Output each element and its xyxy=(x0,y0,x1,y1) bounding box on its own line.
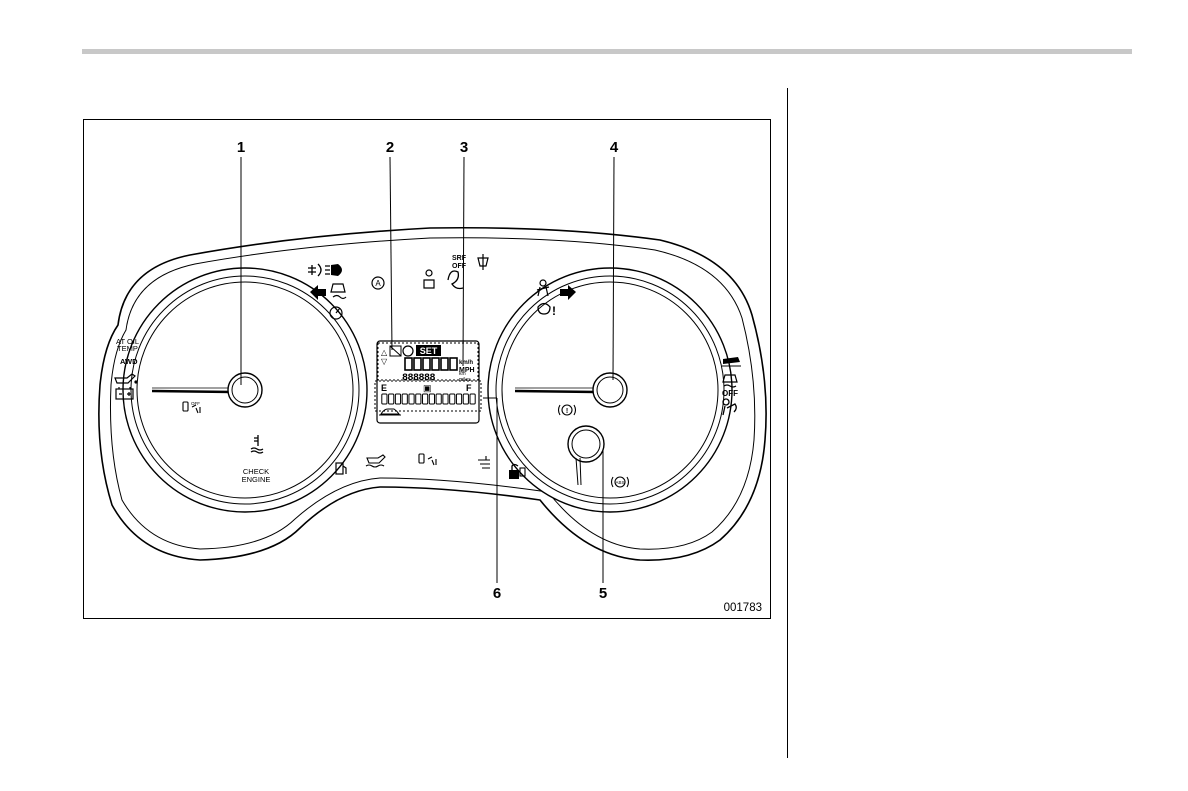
fuel-full-label: F xyxy=(466,383,472,393)
callout-5: 5 xyxy=(599,585,607,602)
eyesight-off-label: OFF xyxy=(191,401,200,406)
speedometer-needle xyxy=(515,391,596,392)
fuel-empty-label: E xyxy=(381,383,387,393)
vdc-off-label: OFF xyxy=(722,389,738,398)
check-engine-label-2: ENGINE xyxy=(242,475,271,484)
low-oil-icon xyxy=(366,455,385,467)
callout-2: 2 xyxy=(386,139,394,156)
tire-pressure-exclaim: ! xyxy=(552,304,556,318)
callout-3: 3 xyxy=(460,139,468,156)
wiper-washer-icon xyxy=(478,456,490,468)
fuel-pump-small-icon: ▣ xyxy=(423,383,432,393)
trip-reset-knob xyxy=(568,426,604,462)
at-oil-temp-label-2: TEMP xyxy=(117,344,138,353)
callout-6: 6 xyxy=(493,585,501,602)
tachometer-hub xyxy=(228,373,262,407)
eyesight-icon xyxy=(419,454,436,465)
awd-label: AWD xyxy=(120,357,138,366)
callout-4: 4 xyxy=(610,139,619,156)
brake-exclaim: ! xyxy=(566,408,568,415)
callout-1: 1 xyxy=(237,139,245,156)
up-down-arrows-icon: △ xyxy=(381,348,388,357)
svg-text:▽: ▽ xyxy=(381,357,388,366)
srf-off-label-1: SRF xyxy=(452,255,467,262)
kmh-unit: km/h xyxy=(459,360,473,366)
rear-defroster-icon xyxy=(478,254,488,270)
figure-code: 001783 xyxy=(724,602,762,614)
set-label: SET xyxy=(420,346,438,356)
abs-label: ABS xyxy=(615,480,624,485)
fog-light-icon xyxy=(308,264,321,276)
auto-a-label: A xyxy=(375,279,381,288)
headlight-high-beam-icon xyxy=(325,264,342,276)
srf-off-label-2: OFF xyxy=(452,263,467,270)
airbag-icon xyxy=(448,271,463,289)
speedometer-hub xyxy=(593,373,627,407)
seatbelt-passenger-icon xyxy=(424,270,434,288)
vehicle-skid-icon xyxy=(331,284,346,299)
tachometer-needle xyxy=(152,391,232,392)
